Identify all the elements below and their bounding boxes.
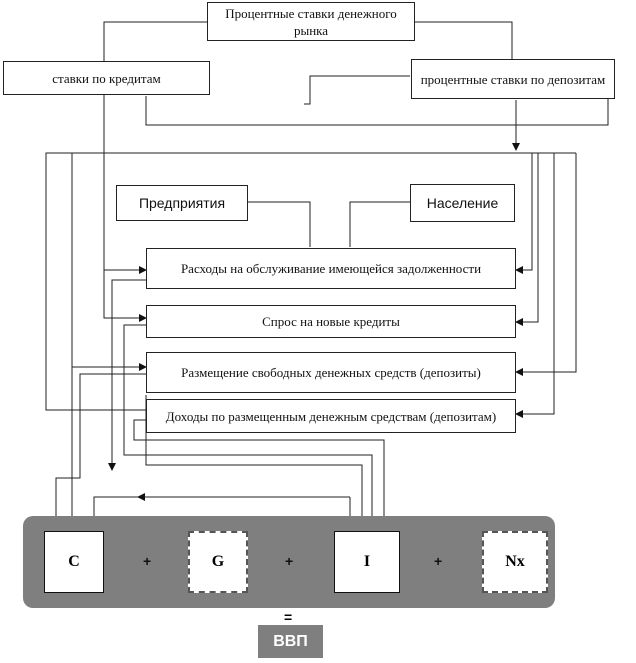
deposit-placement-box: Размещение свободных денежных средств (д… (146, 352, 516, 393)
debt-service-box: Расходы на обслуживание имеющейся задолж… (146, 248, 516, 289)
plus-sign: + (143, 553, 152, 569)
investment-term: I (334, 531, 400, 593)
consumption-term: C (44, 531, 104, 593)
equals-sign: = (284, 609, 293, 625)
loan-rates-box: ставки по кредитам (3, 61, 210, 95)
households-box: Население (410, 184, 515, 222)
deposit-income-box: Доходы по размещенным денежным средствам… (146, 399, 516, 433)
plus-sign: + (434, 553, 443, 569)
gdp-result-box: ВВП (258, 625, 323, 658)
deposit-rates-box: процентные ставки по депозитам (411, 59, 615, 99)
enterprises-box: Предприятия (116, 185, 248, 221)
gdp-components-panel (23, 516, 555, 608)
government-term: G (188, 531, 248, 593)
plus-sign: + (285, 553, 294, 569)
money-market-rates-box: Процентные ставки денежного рынка (207, 2, 415, 41)
new-credit-demand-box: Спрос на новые кредиты (146, 305, 516, 338)
net-exports-term: Nx (482, 531, 548, 593)
